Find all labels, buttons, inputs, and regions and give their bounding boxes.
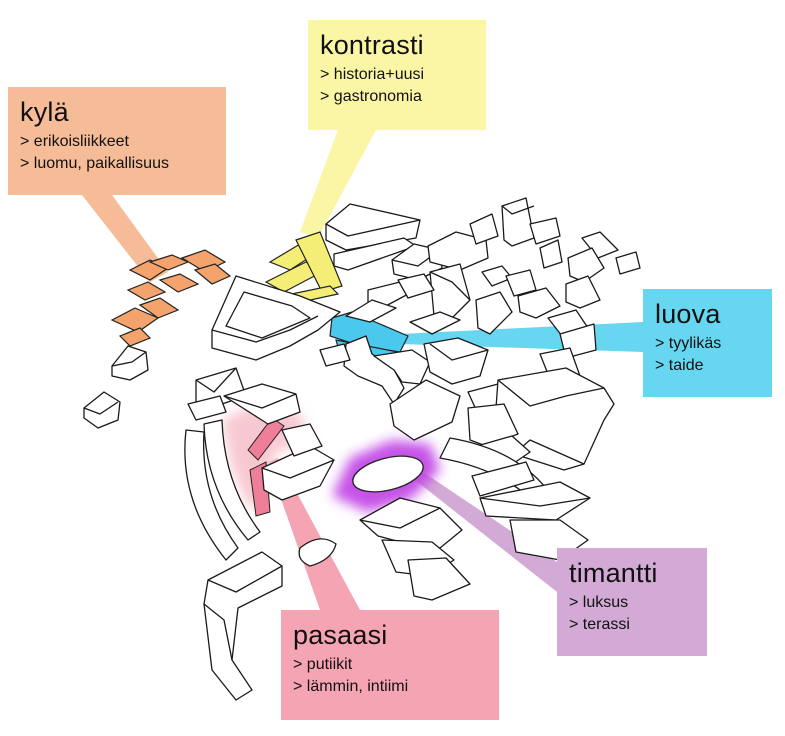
kyla-pointer <box>82 195 168 282</box>
callout-pasaasi-item-1: > putiikit <box>293 656 353 673</box>
callout-kyla-item-1: > erikoisliikkeet <box>20 133 129 150</box>
callout-kontrasti-title: kontrasti <box>320 30 424 60</box>
callout-timantti: timantti > luksus > terassi <box>557 548 707 656</box>
callout-timantti-title: timantti <box>569 558 658 588</box>
callout-kontrasti-item-2: > gastronomia <box>320 88 422 105</box>
callout-luova-item-1: > tyylikäs <box>655 335 722 352</box>
kyla-zone <box>110 249 232 347</box>
callout-luova: luova > tyylikäs > taide <box>643 289 772 397</box>
callout-luova-item-2: > taide <box>655 357 704 374</box>
callout-timantti-item-1: > luksus <box>569 594 629 611</box>
callout-pasaasi-title: pasaasi <box>293 620 388 650</box>
callout-luova-title: luova <box>655 299 721 329</box>
callout-pasaasi-item-2: > lämmin, intiimi <box>293 678 409 695</box>
timantti-zone <box>332 440 440 512</box>
callout-kyla-item-2: > luomu, paikallisuus <box>20 155 169 172</box>
callout-kontrasti-item-1: > historia+uusi <box>320 66 425 83</box>
building-blocks <box>83 197 641 701</box>
kontrasti-pointer <box>300 130 376 238</box>
callout-timantti-item-2: > terassi <box>569 616 630 633</box>
callout-kyla: kylä > erikoisliikkeet > luomu, paikalli… <box>8 87 226 195</box>
callout-pasaasi: pasaasi > putiikit > lämmin, intiimi <box>281 610 499 720</box>
timantti-pointer <box>410 470 557 592</box>
callout-kyla-title: kylä <box>20 97 69 127</box>
callout-kontrasti: kontrasti > historia+uusi > gastronomia <box>308 20 486 130</box>
